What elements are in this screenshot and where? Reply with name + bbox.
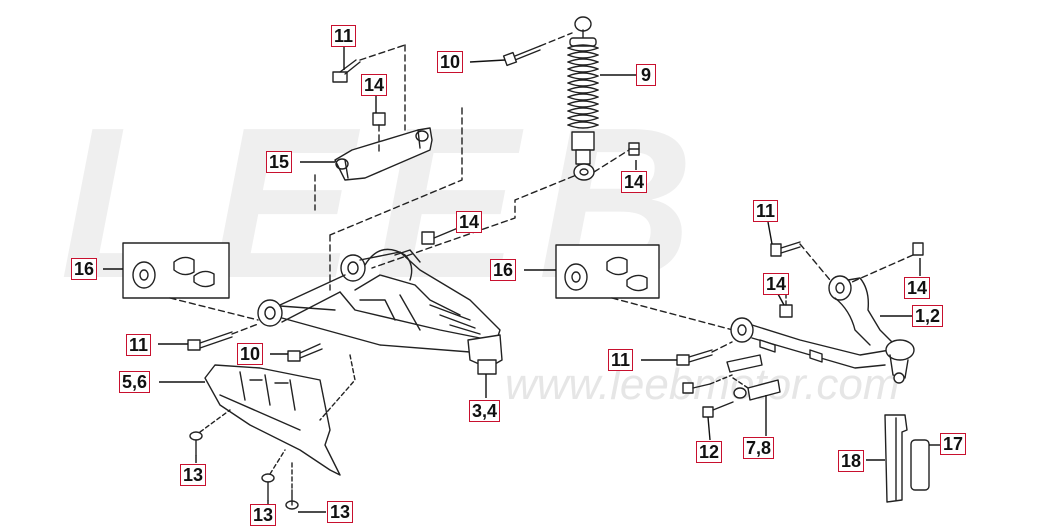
callout-12: 12 (696, 441, 723, 463)
bolt-10-top (502, 45, 541, 67)
callout-7-8: 7,8 (743, 437, 775, 459)
callout-14-top: 14 (361, 74, 388, 96)
callout-18: 18 (838, 450, 865, 472)
callout-11-lower-right: 11 (608, 349, 634, 371)
bolt-11-lower (187, 323, 259, 351)
nut-14-top (372, 112, 386, 126)
bump-stop-bracket (334, 127, 433, 181)
callout-14-middle: 14 (456, 211, 483, 233)
bolt-11-top (332, 44, 406, 131)
bolt-11-right (770, 241, 831, 281)
bolt-11-lower-right (676, 341, 733, 366)
nut-14-shock (628, 142, 640, 156)
callout-14-right-a: 14 (763, 273, 790, 295)
callout-11-right: 11 (753, 200, 779, 222)
shock-absorber (567, 16, 599, 181)
skid-plate (204, 354, 356, 476)
part-18 (884, 414, 908, 503)
lower-a-arm (257, 248, 503, 375)
nut-14-right-b (851, 242, 924, 283)
callout-5-6: 5,6 (119, 371, 151, 393)
callout-14-shock: 14 (621, 171, 648, 193)
bolt-12 (682, 374, 734, 418)
callout-13-b: 13 (250, 504, 277, 526)
callout-14-right-b: 14 (904, 277, 931, 299)
part-17 (910, 439, 930, 491)
upper-a-arm (730, 275, 915, 384)
callout-11-top: 11 (331, 25, 357, 47)
callout-15: 15 (266, 151, 293, 173)
bushing-kit-left (122, 242, 230, 299)
screw-13-b (261, 449, 286, 501)
bolt-10-lower (287, 343, 323, 362)
screw-13-a (189, 409, 231, 456)
nut-14-middle (421, 231, 435, 245)
callout-1-2: 1,2 (912, 305, 944, 327)
callout-13-a: 13 (180, 464, 207, 486)
callout-10-lower: 10 (237, 343, 264, 365)
bushing-kit-right (555, 244, 660, 299)
watermark-url: www.leebmotor.com (505, 360, 900, 409)
bracket-7-8 (726, 354, 781, 401)
callout-11-lower: 11 (126, 334, 152, 356)
nut-14-right-a (779, 304, 793, 318)
callout-9: 9 (636, 64, 656, 86)
screw-13-c (285, 459, 299, 510)
callout-13-c: 13 (327, 501, 354, 523)
callout-10-top: 10 (437, 51, 464, 73)
callout-16-right: 16 (490, 259, 517, 281)
callout-3-4: 3,4 (469, 400, 501, 422)
callout-17: 17 (940, 433, 967, 455)
callout-16-left: 16 (71, 258, 98, 280)
